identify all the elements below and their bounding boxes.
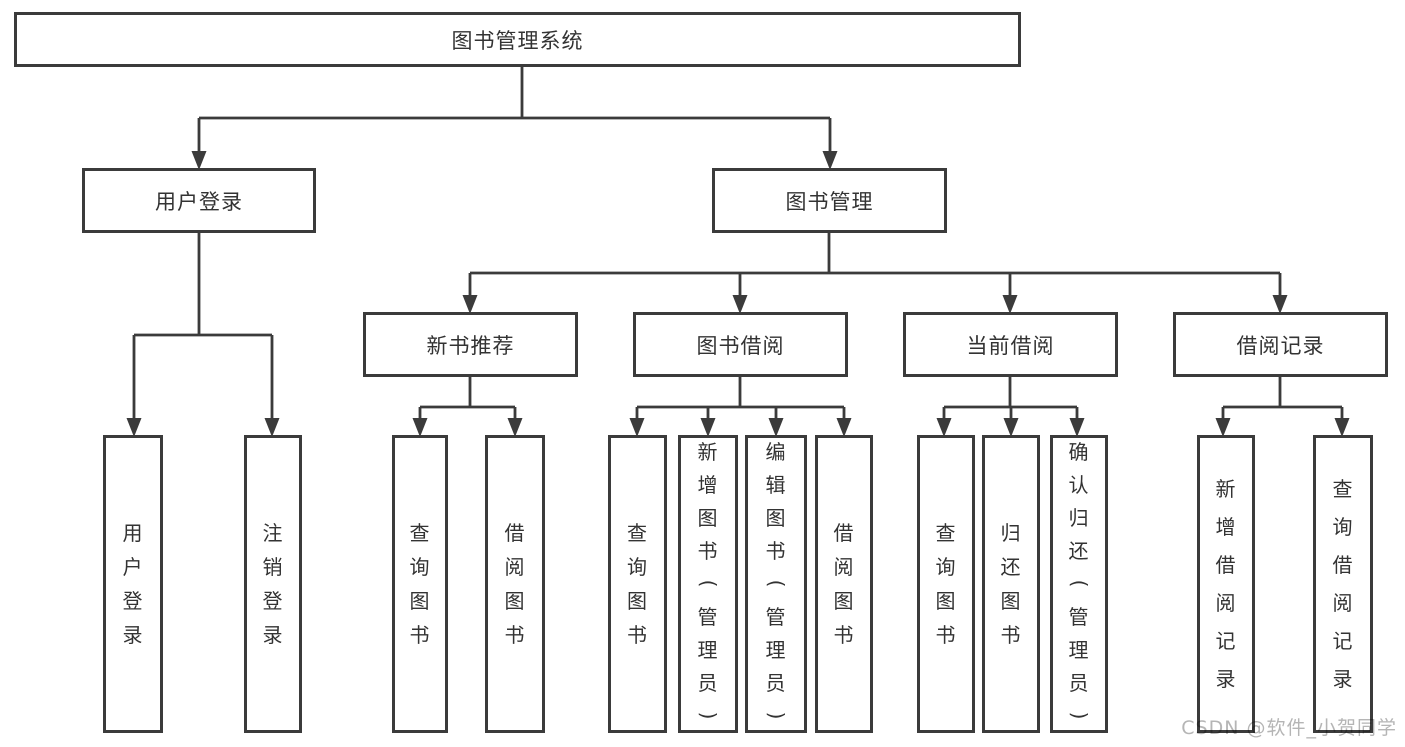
- node-new-book-recommend: 新书推荐: [363, 312, 578, 377]
- leaf-records-query-record: 查询借阅记录: [1313, 435, 1373, 733]
- leaf-current-return-books: 归还图书: [982, 435, 1040, 733]
- leaf-recommend-query-books-label: 查询图书: [409, 521, 431, 647]
- leaf-records-query-record-label: 查询借阅记录: [1332, 477, 1354, 691]
- leaf-borrow-edit-books-label: 编辑图书(管理员): [764, 440, 788, 721]
- leaf-borrow-add-books: 新增图书(管理员): [678, 435, 738, 733]
- leaf-current-confirm-return-label: 确认归还(管理员): [1067, 440, 1091, 721]
- leaf-borrow-query-books-label: 查询图书: [627, 521, 648, 647]
- leaf-borrow-edit-books: 编辑图书(管理员): [745, 435, 807, 733]
- leaf-user-login-label: 用户登录: [122, 521, 144, 647]
- node-user-login: 用户登录: [82, 168, 316, 233]
- leaf-current-query-books-label: 查询图书: [935, 521, 957, 647]
- leaf-user-login: 用户登录: [103, 435, 163, 733]
- leaf-borrow-borrow-books-label: 借阅图书: [833, 521, 855, 647]
- node-current-borrow: 当前借阅: [903, 312, 1118, 377]
- csdn-watermark: CSDN @软件_小贺同学: [1181, 717, 1397, 739]
- leaf-recommend-borrow-books-label: 借阅图书: [504, 521, 526, 647]
- node-book-management: 图书管理: [712, 168, 947, 233]
- node-root: 图书管理系统: [14, 12, 1021, 67]
- leaf-borrow-query-books: 查询图书: [608, 435, 667, 733]
- leaf-logout-label: 注销登录: [262, 521, 284, 647]
- leaf-borrow-borrow-books: 借阅图书: [815, 435, 873, 733]
- leaf-records-add-record-label: 新增借阅记录: [1215, 477, 1237, 691]
- leaf-current-confirm-return: 确认归还(管理员): [1050, 435, 1108, 733]
- leaf-logout: 注销登录: [244, 435, 302, 733]
- leaf-borrow-add-books-label: 新增图书(管理员): [696, 440, 720, 721]
- leaf-current-query-books: 查询图书: [917, 435, 975, 733]
- leaf-records-add-record: 新增借阅记录: [1197, 435, 1255, 733]
- leaf-current-return-books-label: 归还图书: [1000, 521, 1022, 647]
- node-borrow-records: 借阅记录: [1173, 312, 1388, 377]
- node-book-borrow: 图书借阅: [633, 312, 848, 377]
- leaf-recommend-query-books: 查询图书: [392, 435, 448, 733]
- leaf-recommend-borrow-books: 借阅图书: [485, 435, 545, 733]
